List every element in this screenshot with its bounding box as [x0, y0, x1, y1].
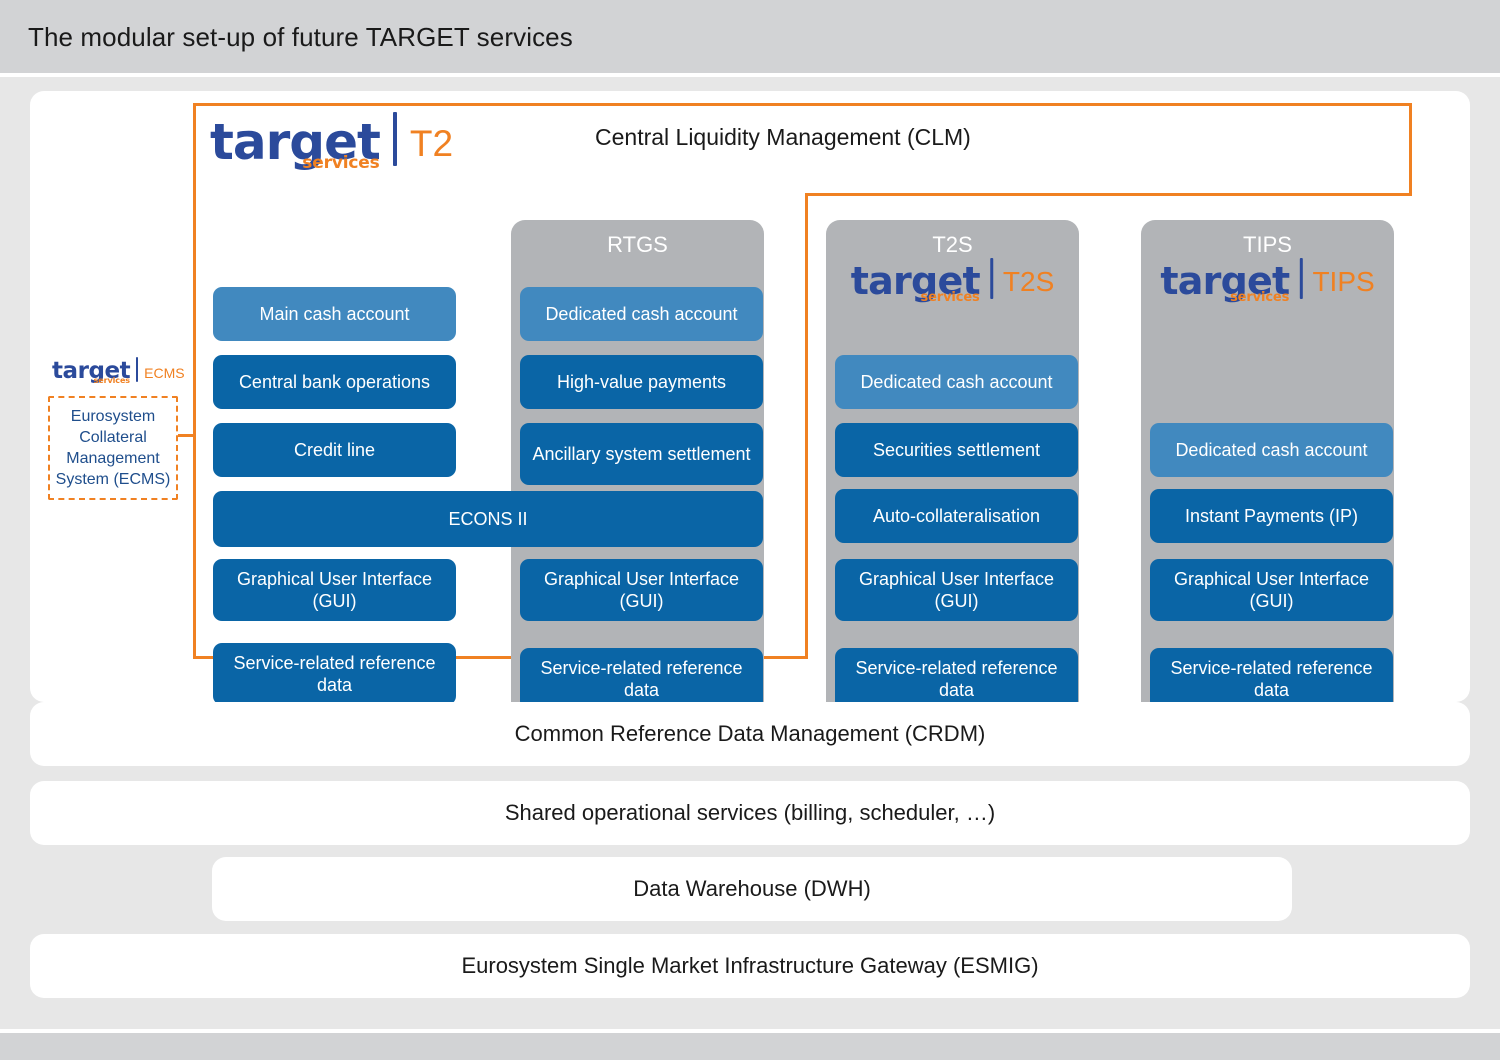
pill-high-value-payments[interactable]: High-value payments — [520, 355, 763, 409]
pill-gui-rtgs[interactable]: Graphical User Interface (GUI) — [520, 559, 763, 621]
services-card: Central Liquidity Management (CLM) targe… — [30, 91, 1470, 751]
target-logo-services: services — [93, 376, 130, 386]
target-logo-divider — [1299, 258, 1303, 299]
bar-data-warehouse[interactable]: Data Warehouse (DWH) — [212, 857, 1292, 921]
pill-central-bank-operations[interactable]: Central bank operations — [213, 355, 456, 409]
page-title: The modular set-up of future TARGET serv… — [28, 22, 573, 52]
pill-instant-payments[interactable]: Instant Payments (IP) — [1150, 489, 1393, 543]
pill-reference-data-rtgs[interactable]: Service-related reference data — [520, 648, 763, 710]
target-logo-services: services — [1230, 289, 1290, 305]
pill-auto-collateralisation[interactable]: Auto-collateralisation — [835, 489, 1078, 543]
ecms-connector-line — [178, 434, 195, 437]
target-t2-logo: target services T2 — [210, 112, 454, 172]
column-title-t2s: T2S — [932, 232, 973, 257]
target-logo-divider — [136, 357, 139, 382]
target-logo-word: target — [52, 358, 131, 384]
pill-reference-data-t2[interactable]: Service-related reference data — [213, 643, 456, 705]
pill-gui-t2s[interactable]: Graphical User Interface (GUI) — [835, 559, 1078, 621]
target-logo-suffix: ECMS — [144, 365, 185, 381]
pill-ancillary-system-settlement[interactable]: Ancillary system settlement — [520, 423, 763, 485]
target-logo-services: services — [920, 289, 980, 305]
ecms-label: Eurosystem Collateral Management System … — [55, 407, 171, 489]
footer-strip — [0, 1033, 1500, 1060]
target-logo-word: target — [1160, 259, 1290, 303]
column-title-rtgs: RTGS — [607, 232, 668, 257]
target-logo-suffix: T2 — [409, 123, 454, 164]
target-ecms-logo: target services ECMS — [52, 357, 185, 386]
pill-reference-data-t2s[interactable]: Service-related reference data — [835, 648, 1078, 710]
pill-econs-ii[interactable]: ECONS II — [213, 491, 763, 547]
target-logo-divider — [989, 258, 993, 299]
clm-label: Central Liquidity Management (CLM) — [595, 124, 971, 150]
target-logo-suffix: T2S — [1002, 266, 1055, 297]
target-logo-divider — [392, 112, 397, 166]
pill-credit-line[interactable]: Credit line — [213, 423, 456, 477]
ecms-box: Eurosystem Collateral Management System … — [48, 396, 178, 500]
target-tips-logo: target services TIPS — [1160, 258, 1375, 304]
target-logo-word: target — [210, 113, 381, 171]
target-logo-suffix: TIPS — [1312, 266, 1375, 297]
target-t2s-logo: target services T2S — [850, 258, 1055, 304]
pill-main-cash-account[interactable]: Main cash account — [213, 287, 456, 341]
pill-dedicated-cash-account-rtgs[interactable]: Dedicated cash account — [520, 287, 763, 341]
target-logo-services: services — [302, 153, 380, 174]
pill-dedicated-cash-account-tips[interactable]: Dedicated cash account — [1150, 423, 1393, 477]
pill-gui-t2[interactable]: Graphical User Interface (GUI) — [213, 559, 456, 621]
column-title-tips: TIPS — [1243, 232, 1292, 257]
pill-securities-settlement[interactable]: Securities settlement — [835, 423, 1078, 477]
pill-reference-data-tips[interactable]: Service-related reference data — [1150, 648, 1393, 710]
pill-gui-tips[interactable]: Graphical User Interface (GUI) — [1150, 559, 1393, 621]
target-logo-word: target — [850, 259, 981, 303]
header-bar — [0, 0, 1500, 73]
bar-shared-operational-services[interactable]: Shared operational services (billing, sc… — [30, 781, 1470, 845]
bar-esmig[interactable]: Eurosystem Single Market Infrastructure … — [30, 934, 1470, 998]
bar-crdm[interactable]: Common Reference Data Management (CRDM) — [30, 702, 1470, 766]
pill-dedicated-cash-account-t2s[interactable]: Dedicated cash account — [835, 355, 1078, 409]
